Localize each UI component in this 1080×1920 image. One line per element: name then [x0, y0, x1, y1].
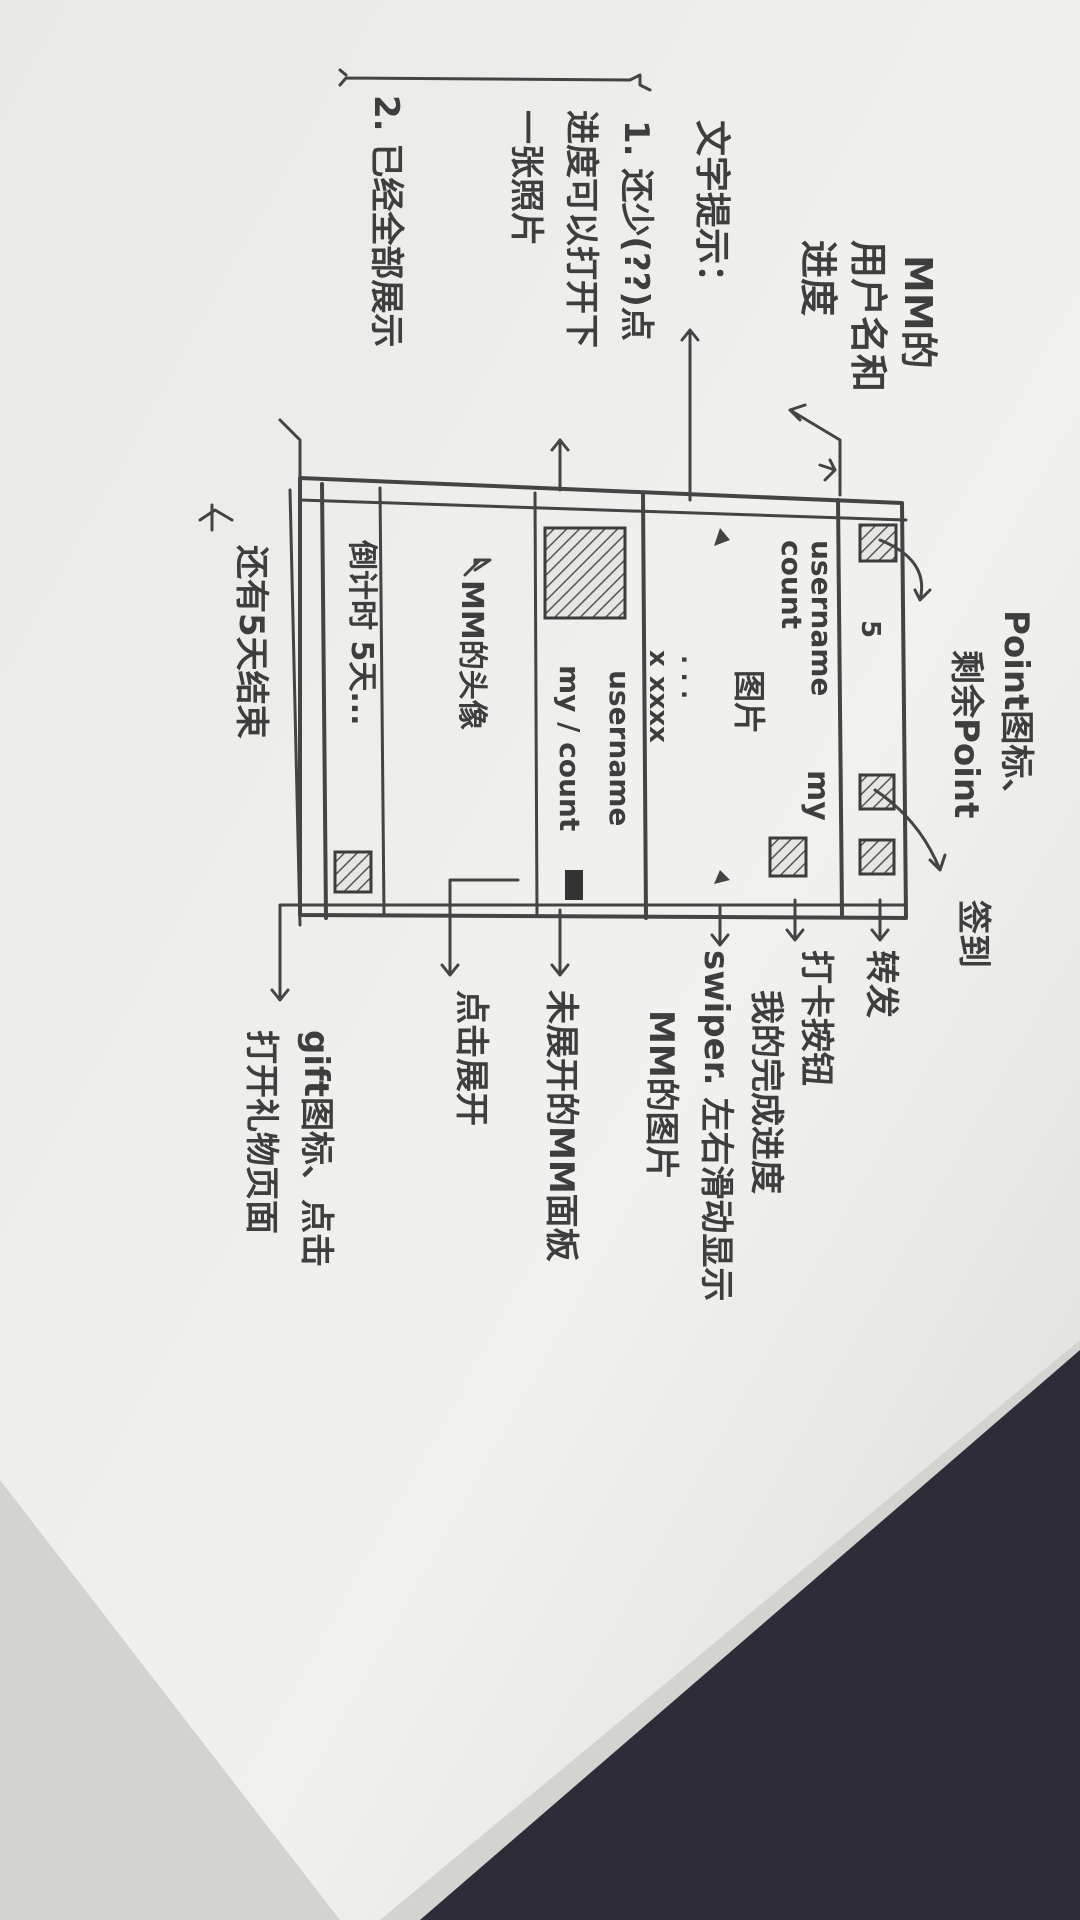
my-label: my: [800, 770, 835, 821]
note-unexpanded-panel: 未展开的MM面板: [541, 990, 581, 1262]
mm-avatar-label: MM的头像: [454, 580, 489, 730]
top-bar-divider: [836, 498, 844, 917]
note-click-expand: 点击展开: [451, 990, 491, 1126]
handwritten-notes: MM的 用户名和 进度 文字提示： 1. 还少(??)点 进度可以打开下 一张照…: [231, 95, 1036, 1301]
mm-card-count: my / count: [553, 665, 586, 831]
note-checkin-button: 打卡按钮: [796, 950, 836, 1086]
mm-card-expand-icon[interactable]: [565, 870, 583, 900]
note-text-hint-title: 文字提示：: [691, 120, 732, 300]
point-icon[interactable]: [858, 523, 898, 563]
swiper-dots: · · ·: [670, 655, 698, 699]
mm-card-image: [543, 526, 627, 620]
hint-bracket: [338, 68, 652, 92]
gift-icon[interactable]: [333, 850, 373, 894]
share-icon[interactable]: [858, 838, 896, 876]
card-divider-right: [378, 486, 386, 917]
point-count: 5: [855, 620, 885, 638]
note-days-end: 还有5天结束: [231, 545, 271, 739]
image-section-divider: [641, 493, 648, 920]
username-label: username: [805, 540, 838, 696]
bottom-bar-divider: [320, 482, 328, 920]
image-label: 图片: [730, 670, 768, 734]
count-label: count: [775, 540, 808, 629]
swiper-arrow-left-icon[interactable]: [714, 528, 730, 546]
note-forward: 转发: [861, 950, 901, 1018]
checkin-button-icon[interactable]: [768, 836, 808, 878]
note-remaining-point: 剩余Point: [946, 650, 986, 818]
note-hint-1-line3: 一张照片: [506, 110, 546, 246]
note-swiper-2: MM的图片: [641, 1010, 681, 1180]
swiper-indicator: x xxxx: [643, 650, 673, 743]
note-point-icon: Point图标、: [996, 610, 1036, 812]
note-swiper-1: swiper. 左右滑动显示: [696, 950, 736, 1301]
note-hint-1-line2: 进度可以打开下: [561, 110, 601, 348]
note-mm-user-progress-3: 进度: [796, 240, 840, 316]
swiper-arrow-right-icon[interactable]: [714, 870, 730, 884]
note-mm-user-progress-2: 用户名和: [846, 240, 890, 392]
note-gift-icon-2: 打开礼物页面: [241, 1030, 281, 1234]
note-gift-icon-1: gift图标、点击: [296, 1030, 336, 1267]
countdown-label: 倒计时 5天...: [344, 539, 379, 726]
card-divider-left: [533, 491, 539, 917]
note-my-progress: 我的完成进度: [746, 990, 786, 1194]
phone-outline: [298, 476, 908, 920]
mm-card-username: username: [603, 670, 636, 826]
note-sign-in: 签到: [953, 900, 993, 968]
annotation-arrows: [198, 328, 947, 1002]
note-mm-user-progress-1: MM的: [896, 255, 940, 369]
note-hint-1-line1: 1. 还少(??)点: [616, 120, 656, 341]
note-hint-2: 2. 已经全部展示: [366, 95, 406, 347]
